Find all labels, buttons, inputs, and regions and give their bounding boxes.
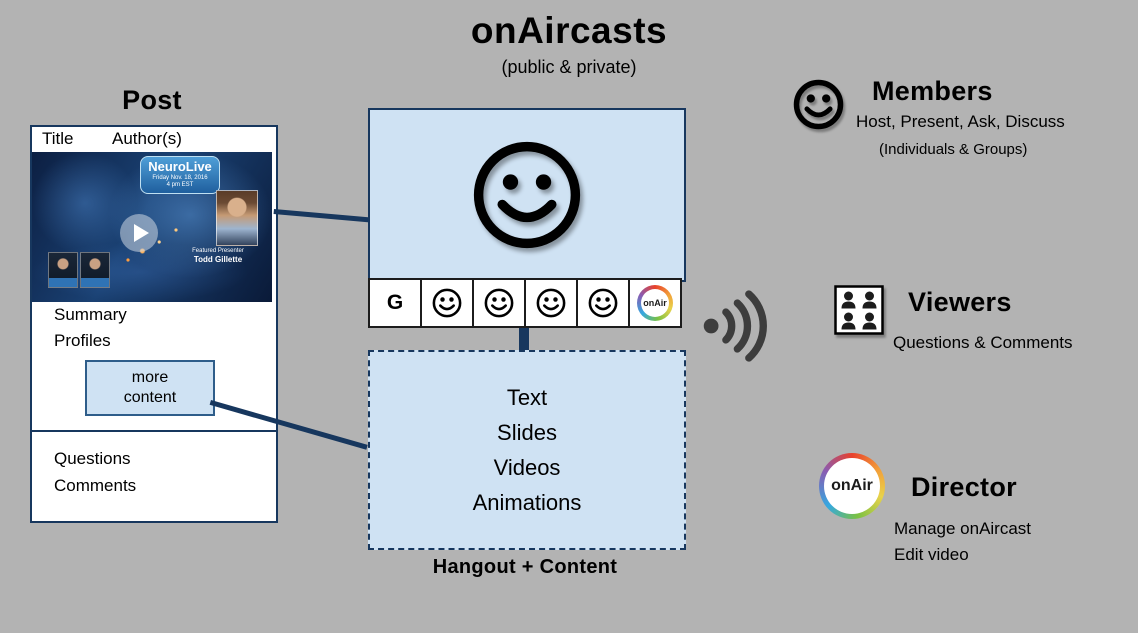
smiley-face-icon xyxy=(588,288,618,318)
members-smiley-icon xyxy=(793,79,844,130)
presenter-label: Featured Presenter xyxy=(192,248,244,254)
smiley-face-icon xyxy=(432,288,462,318)
comments-label: Comments xyxy=(54,476,137,495)
post-video-thumbnail: NeuroLive Friday Nov. 18, 2016 4 pm EST … xyxy=(32,152,272,302)
presenter-caption: Featured Presenter Todd Gillette xyxy=(180,248,256,264)
strip-cell-member xyxy=(576,278,630,328)
neurolive-badge: NeuroLive Friday Nov. 18, 2016 4 pm EST xyxy=(140,156,220,194)
content-line-animations: Animations xyxy=(472,490,582,515)
post-authors-label: Author(s) xyxy=(112,129,182,148)
more-content-line2: content xyxy=(123,389,177,406)
participant-strip: G xyxy=(368,278,682,328)
hangout-caption: Hangout + Content xyxy=(432,556,618,578)
more-content-box: more content xyxy=(85,360,215,416)
post-divider xyxy=(32,430,276,432)
content-line-slides: Slides xyxy=(497,420,557,445)
members-heading: Members xyxy=(872,76,993,106)
play-button-icon xyxy=(120,214,158,252)
director-line2: Edit video xyxy=(894,545,969,564)
hangout-video-box xyxy=(368,108,686,282)
post-title-label: Title xyxy=(42,129,74,148)
panelist-caption-bar xyxy=(49,278,77,287)
onair-logo-label: onAir xyxy=(643,298,667,308)
google-g-icon: G xyxy=(386,291,404,314)
viewers-heading: Viewers xyxy=(908,287,1012,317)
content-box: Text Slides Videos Animations xyxy=(368,350,686,550)
viewers-line1: Questions & Comments xyxy=(893,333,1073,352)
onair-logo-icon: onAir xyxy=(637,285,673,321)
post-header-row: Title Author(s) xyxy=(32,129,276,151)
badge-title: NeuroLive xyxy=(148,159,212,174)
smiley-face-icon xyxy=(536,288,566,318)
strip-cell-onair: onAir xyxy=(628,278,682,328)
smiley-face-icon xyxy=(473,141,581,249)
strip-cell-member xyxy=(524,278,578,328)
page-subtitle: (public & private) xyxy=(501,57,637,77)
post-heading: Post xyxy=(122,85,182,115)
panelist-caption-bar xyxy=(81,278,109,287)
viewers-people-icon xyxy=(834,285,884,335)
questions-label: Questions xyxy=(54,449,131,468)
strip-cell-google: G xyxy=(368,278,422,328)
play-triangle-icon xyxy=(133,224,149,242)
presenter-name: Todd Gillette xyxy=(193,255,243,264)
panelist-photo xyxy=(48,252,78,288)
director-heading: Director xyxy=(911,472,1017,502)
onair-logo-label: onAir xyxy=(831,477,873,494)
badge-time: 4 pm EST xyxy=(166,182,194,188)
connector-post-to-hangout xyxy=(273,209,370,223)
members-line2: (Individuals & Groups) xyxy=(879,141,1028,158)
badge-date: Friday Nov. 18, 2016 xyxy=(152,175,208,181)
panelist-photo xyxy=(80,252,110,288)
members-line1: Host, Present, Ask, Discuss xyxy=(856,112,1065,131)
director-onair-logo: onAir xyxy=(819,453,885,519)
director-line1: Manage onAircast xyxy=(894,519,1032,538)
summary-label: Summary xyxy=(54,305,127,324)
smiley-face-icon xyxy=(484,288,514,318)
post-panel: Title Author(s) NeuroLive Friday Nov. 18… xyxy=(30,125,278,523)
connector-strip-to-content xyxy=(519,326,529,352)
presenter-photo xyxy=(216,190,258,246)
content-line-text: Text xyxy=(506,385,548,410)
profiles-label: Profiles xyxy=(54,331,111,350)
broadcast-waves-icon xyxy=(703,290,767,362)
strip-cell-member xyxy=(420,278,474,328)
strip-cell-member xyxy=(472,278,526,328)
page-title: onAircasts xyxy=(470,10,668,51)
content-line-videos: Videos xyxy=(493,455,561,480)
more-content-line1: more xyxy=(131,369,169,386)
